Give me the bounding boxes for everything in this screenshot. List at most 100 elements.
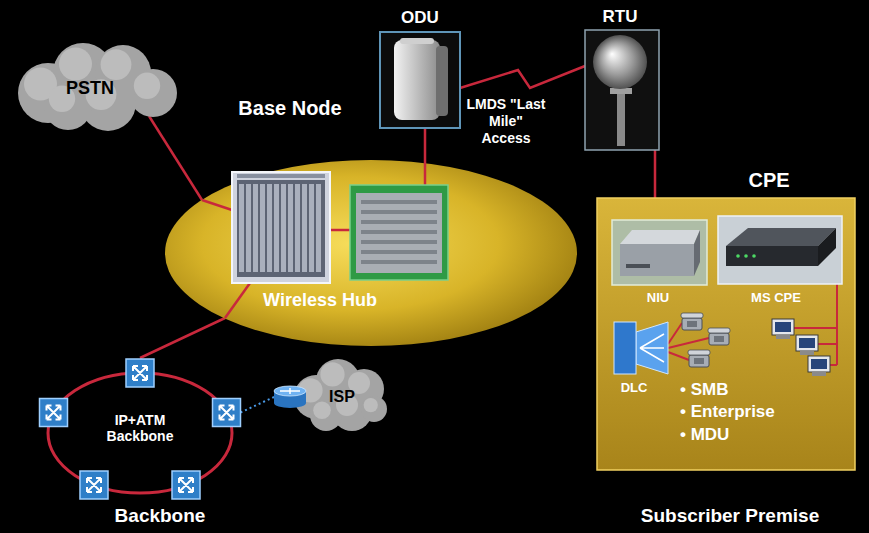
telephone-icon (681, 313, 703, 330)
region-label: Subscriber Premise (641, 505, 819, 527)
rack-card (274, 184, 279, 272)
link-line (149, 116, 202, 200)
rack-bay (237, 180, 325, 277)
computer-icon (796, 335, 818, 355)
mscpe-front (726, 246, 818, 266)
device-label: NIU (647, 291, 669, 306)
router-icon (274, 386, 306, 408)
rack-card (239, 184, 244, 272)
rtu-pole (617, 88, 625, 146)
shape-outline (165, 160, 577, 346)
switch-rack (232, 172, 330, 283)
monitor-case (772, 319, 794, 335)
atm-switch-icon (213, 399, 241, 427)
dotted-link (241, 397, 275, 413)
phone-body (682, 318, 702, 330)
switch-body (213, 399, 241, 427)
status-led (736, 254, 740, 258)
wire-line (836, 284, 838, 365)
odu-frame (380, 32, 460, 128)
link-line (140, 318, 225, 358)
rack-band (237, 174, 325, 178)
cloud-highlight (101, 49, 132, 80)
switch-arrows (220, 406, 234, 420)
phone-body (689, 355, 709, 367)
cpe-panel-fill (597, 198, 855, 470)
controller-slot (361, 210, 437, 214)
rack-card (316, 184, 321, 272)
bullet-item: • Enterprise (680, 402, 775, 422)
switch-body (80, 471, 108, 499)
monitor-case (808, 356, 830, 372)
monitor-screen (799, 338, 815, 348)
phone-handset (688, 350, 710, 355)
rtu-frame (585, 30, 659, 150)
wire-line (424, 163, 427, 185)
controller-slot (361, 250, 437, 254)
mscpe-frame (718, 216, 842, 284)
rack-card (260, 184, 265, 272)
mscpe-side (818, 228, 836, 266)
niu-slot (626, 264, 650, 268)
rtu-radome (593, 35, 647, 89)
niu-front (620, 244, 694, 276)
telephone-icon (708, 328, 730, 345)
rack-card (309, 184, 314, 272)
ring-line (48, 373, 232, 493)
wire-line (668, 323, 682, 344)
phone-keypad (694, 358, 704, 364)
cloud-highlight (320, 362, 344, 386)
wire-line (225, 283, 250, 318)
wire-line (794, 327, 837, 329)
cloud-lobe (129, 69, 177, 117)
link-line (424, 128, 427, 163)
wire-line (330, 229, 350, 232)
device-label: DLC (621, 381, 648, 396)
rack-frame (232, 172, 330, 283)
controller-chassis (356, 193, 442, 273)
odu-handle (400, 38, 434, 44)
cloud-lobe (361, 396, 387, 422)
rack-card (281, 184, 286, 272)
switch-arrows (179, 478, 193, 492)
device-label: MS CPE (751, 291, 801, 306)
switch-body (172, 471, 200, 499)
rack-card (253, 184, 258, 272)
monitor-screen (811, 359, 827, 369)
wire-line (668, 352, 689, 360)
cloud-highlight (134, 73, 160, 99)
odu-body (394, 40, 440, 120)
panel-heading: CPE (748, 169, 789, 192)
phone-handset (681, 313, 703, 318)
unit-heading: RTU (603, 7, 638, 27)
switch-arrows (87, 478, 101, 492)
controller-slot (361, 200, 437, 204)
monitor-base (812, 372, 826, 376)
atm-switch-icon (126, 359, 154, 387)
backbone-ring: IP+ATM Backbone (25, 358, 255, 506)
phone-keypad (687, 321, 697, 327)
cloud-label: PSTN (66, 78, 114, 99)
niu-top (620, 230, 700, 244)
controller-frame (350, 185, 448, 280)
rack-card (295, 184, 300, 272)
computer-icon (772, 319, 794, 339)
phone-handset (708, 328, 730, 333)
phone-body (709, 333, 729, 345)
cloud-label: ISP (329, 388, 355, 406)
bullet-item: • MDU (680, 425, 729, 445)
status-led (752, 254, 756, 258)
shape-outline (597, 168, 855, 470)
cloud-highlight (313, 401, 331, 419)
controller-slot (361, 230, 437, 234)
dlc-splitter: DLC (610, 322, 670, 400)
odu-side (436, 46, 448, 116)
router-top (274, 386, 306, 396)
rack-card (246, 184, 251, 272)
rack-card (288, 184, 293, 272)
wire-line (830, 364, 837, 366)
hub-ellipse (165, 160, 577, 346)
rack-card (267, 184, 272, 272)
switch-arrows (133, 366, 147, 380)
atm-switch-icon (80, 471, 108, 499)
